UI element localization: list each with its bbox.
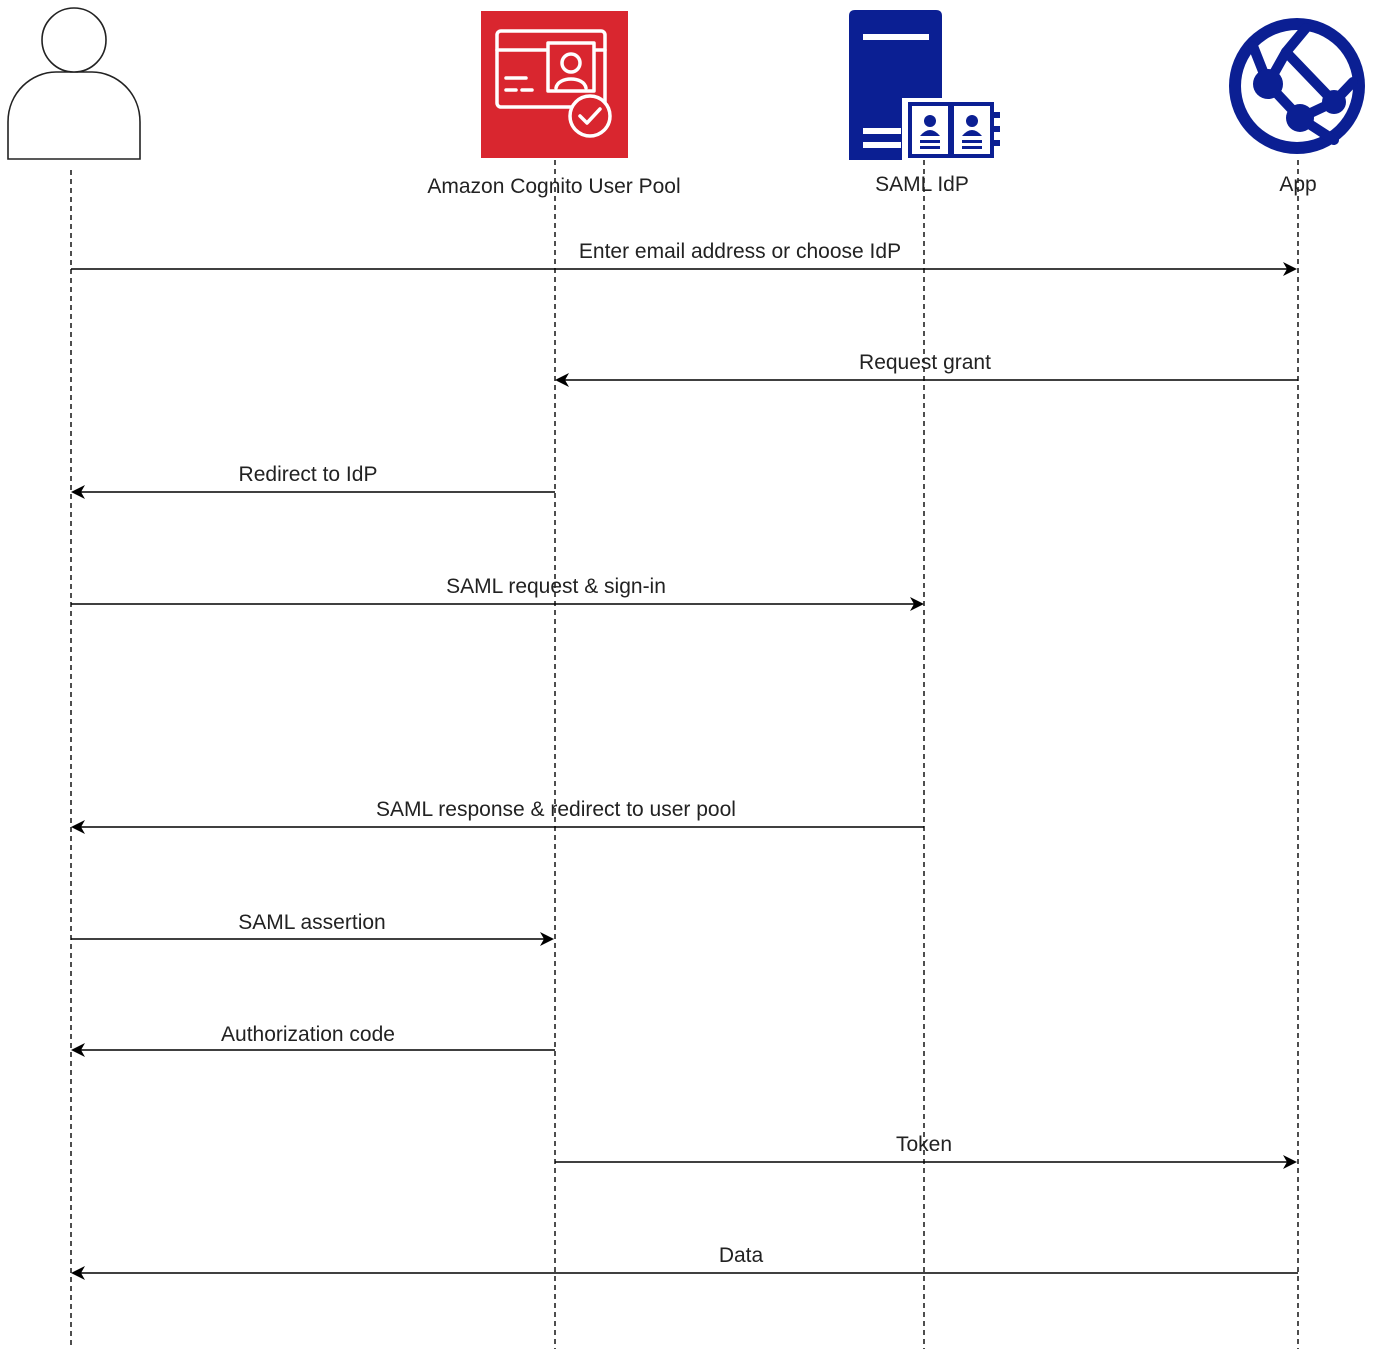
arrow-head-left [555,373,569,387]
message-label: Enter email address or choose IdP [579,240,901,263]
message-label: Token [896,1133,952,1156]
arrow-head-right [540,932,554,946]
arrow-head-right [1283,262,1297,276]
participant-label-cognito: Amazon Cognito User Pool [427,175,680,198]
message-label: Redirect to IdP [239,463,378,486]
message-label: SAML assertion [238,911,385,934]
arrow-head-left [71,1266,85,1280]
message-6: SAML assertion [71,911,554,946]
message-2: Request grant [555,351,1298,387]
message-label: SAML response & redirect to user pool [376,798,736,821]
message-9: Data [71,1244,1298,1280]
arrow-head-left [71,820,85,834]
message-3: Redirect to IdP [71,463,555,499]
message-label: Authorization code [221,1023,395,1046]
message-label: Request grant [859,351,991,374]
lifelines [70,160,1299,1349]
cognito-user-pool-icon [481,11,628,158]
user-icon [7,7,141,160]
participant-label-idp: SAML IdP [875,173,969,196]
message-4: SAML request & sign-in [71,575,924,611]
saml-idp-server-icon [849,10,1000,160]
message-label: Data [719,1244,764,1267]
message-7: Authorization code [71,1023,555,1057]
arrow-head-right [1283,1155,1297,1169]
arrow-head-left [71,485,85,499]
message-5: SAML response & redirect to user pool [71,798,924,834]
message-8: Token [555,1133,1297,1169]
arrow-head-right [910,597,924,611]
app-globe-icon [1229,18,1365,154]
arrow-head-left [71,1043,85,1057]
message-1: Enter email address or choose IdP [71,240,1297,276]
message-label: SAML request & sign-in [446,575,666,598]
participant-label-app: App [1279,173,1316,196]
